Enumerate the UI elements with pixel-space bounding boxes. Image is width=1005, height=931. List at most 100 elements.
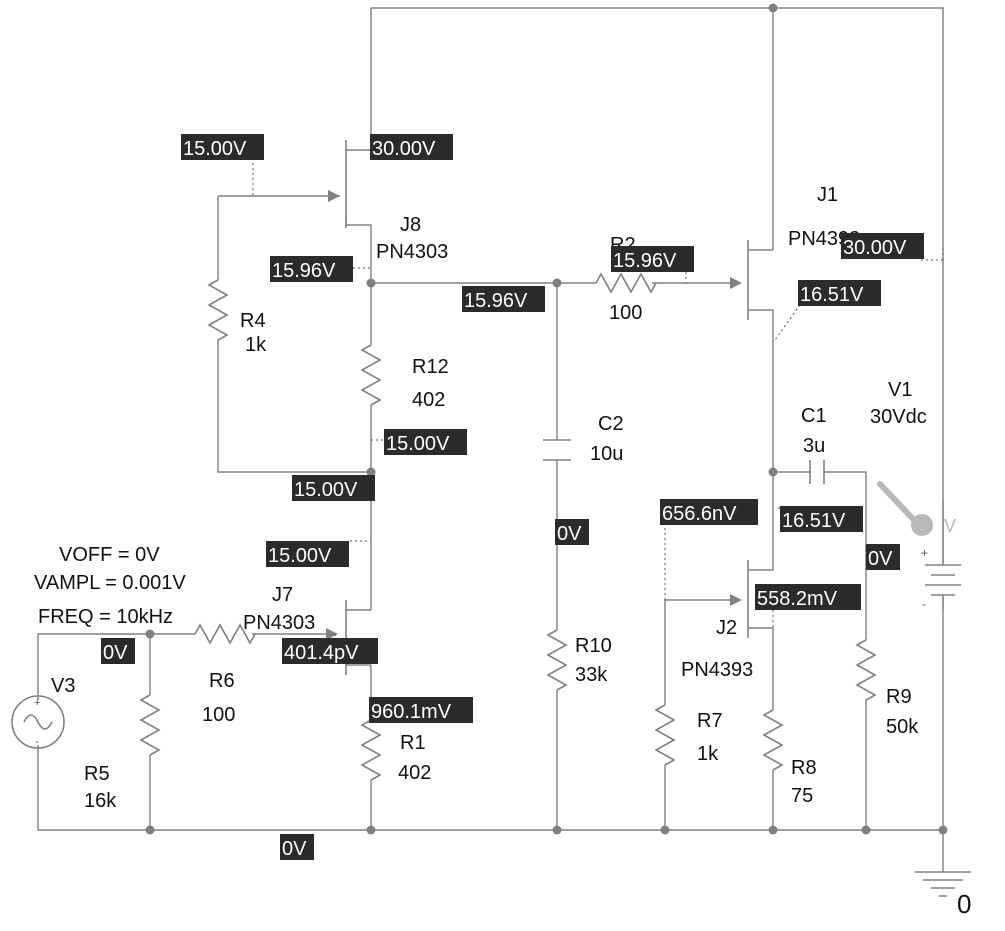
voltage-label-r9-top[interactable]: 0V [866,544,900,570]
svg-text:558.2mV: 558.2mV [757,588,838,610]
jfet-j1-symbol [730,240,749,320]
capacitor-c2-symbol [543,439,571,461]
r7-value-label: 1k [697,743,719,765]
junction-dot [861,825,871,835]
c1-value-label: 3u [803,435,825,457]
voltage-label-j1-drain[interactable]: 30.00V [841,233,924,259]
svg-text:0V: 0V [557,523,582,545]
voltage-label-node-mid[interactable]: 15.96V [462,286,545,312]
svg-text:15.00V: 15.00V [268,545,332,567]
c2-ref-label: C2 [598,413,624,435]
resistor-r12-symbol [360,344,382,406]
voltage-label-j7-gate[interactable]: 401.4pV [282,638,378,664]
svg-text:0V: 0V [868,548,893,570]
resistor-r2-symbol [595,272,657,294]
svg-text:0V: 0V [282,838,307,860]
junction-dot [366,467,376,477]
junctions [145,3,948,835]
r12-ref-label: R12 [412,356,449,378]
voltage-label-j1-gate[interactable]: 15.96V [611,246,694,272]
v3-vampl-label: VAMPL = 0.001V [34,572,186,594]
svg-text:401.4pV: 401.4pV [284,642,359,664]
voltage-label-j7-source[interactable]: 960.1mV [369,697,473,723]
svg-text:-: - [35,736,39,748]
resistor-r5-symbol [139,694,161,756]
voltage-label-j7-drain[interactable]: 15.00V [266,541,349,567]
junction-dot [145,825,155,835]
r8-value-label: 75 [791,785,813,807]
voltage-label-j8-drain[interactable]: 30.00V [370,134,453,160]
v3-freq-label: FREQ = 10kHz [38,606,173,628]
r4-ref-label: R4 [240,310,266,332]
voltage-label-r12-bottom[interactable]: 15.00V [292,475,375,501]
junction-dot [552,825,562,835]
r10-ref-label: R10 [575,635,612,657]
c2-value-label: 10u [590,443,623,465]
junction-dot [938,825,948,835]
jfet-j2-symbol [730,560,749,638]
voltage-label-j8-source[interactable]: 15.96V [270,256,353,282]
svg-text:30.00V: 30.00V [843,237,907,259]
r4-value-label: 1k [245,334,267,356]
r6-ref-label: R6 [209,670,235,692]
svg-text:+: + [34,697,40,709]
resistor-r8-symbol [762,709,784,771]
r9-ref-label: R9 [886,686,912,708]
v3-voff-label: VOFF = 0V [59,544,160,566]
svg-text:15.00V: 15.00V [183,138,247,160]
j8-ref-label: J8 [400,214,421,236]
ground-symbol [915,871,971,897]
svg-text:15.00V: 15.00V [294,479,358,501]
v1-ref-label: V1 [888,379,912,401]
resistor-r4-symbol [207,279,229,341]
junction-dot [768,3,778,13]
j7-ref-label: J7 [272,584,293,606]
svg-text:960.1mV: 960.1mV [371,701,452,723]
junction-dot [768,825,778,835]
v1-value-label: 30Vdc [870,406,927,428]
r2-value-label: 100 [609,302,642,324]
junction-dot [660,825,670,835]
r9-value-label: 50k [886,716,919,738]
junction-dot [552,278,562,288]
r1-value-label: 402 [398,762,431,784]
jfet-j8-symbol [328,140,347,228]
r5-ref-label: R5 [84,763,110,785]
voltage-label-gnd[interactable]: 0V [280,834,314,860]
svg-text:15.96V: 15.96V [464,290,528,312]
v3-ref-label: V3 [51,675,75,697]
j1-ref-label: J1 [817,184,838,206]
j8-model-label: PN4303 [376,241,448,263]
junction-dot [366,278,376,288]
voltage-label-j1-source[interactable]: 16.51V [798,280,881,306]
r5-value-label: 16k [84,790,117,812]
junction-dot [768,467,778,477]
resistor-r9-symbol [855,639,877,701]
svg-text:30.00V: 30.00V [372,138,436,160]
voltage-label-j2-gate[interactable]: 656.6nV [660,499,758,525]
junction-dot [366,825,376,835]
resistor-r10-symbol [546,629,568,691]
voltage-label-j2-drain[interactable]: 16.51V [780,506,863,532]
voltage-label-c2-bottom[interactable]: 0V [555,519,589,545]
voltage-probe-icon[interactable] [877,481,933,536]
svg-text:656.6nV: 656.6nV [662,503,737,525]
dc-source-v1-symbol: + - [921,500,961,611]
voltage-label-j2-source[interactable]: 558.2mV [755,584,861,610]
ground-label: 0 [957,889,971,919]
r6-value-label: 100 [202,704,235,726]
junction-dot [145,629,155,639]
voltage-label-j8-gate[interactable]: 15.00V [181,134,264,160]
r7-ref-label: R7 [697,710,723,732]
j7-model-label: PN4303 [243,612,315,634]
svg-text:+: + [921,546,928,560]
c1-ref-label: C1 [801,405,827,427]
r8-ref-label: R8 [791,757,817,779]
svg-text:0V: 0V [103,642,128,664]
voltage-label-in-node[interactable]: 0V [101,638,135,664]
svg-text:16.51V: 16.51V [800,284,864,306]
resistor-r1-symbol [360,719,382,781]
capacitor-c1-symbol [809,460,825,484]
voltage-label-r12-node[interactable]: 15.00V [384,429,467,455]
